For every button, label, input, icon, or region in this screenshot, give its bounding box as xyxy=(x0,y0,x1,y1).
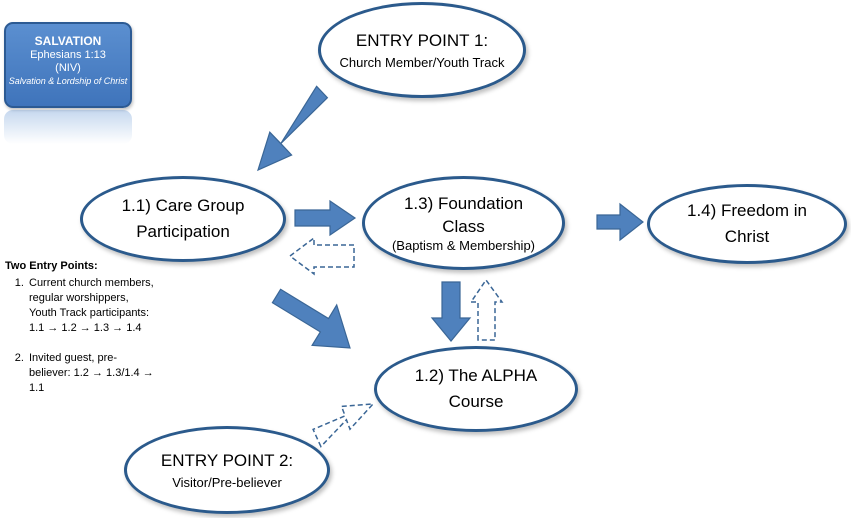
freedom-in-christ-node: 1.4) Freedom in Christ xyxy=(647,184,847,264)
salvation-title: SALVATION xyxy=(34,34,102,48)
alpha-course-node: 1.2) The ALPHA Course xyxy=(374,346,578,432)
alpha-line2: Course xyxy=(448,392,504,411)
entry-points-notes: Two Entry Points: Current church members… xyxy=(5,259,155,396)
arrow-entry2-to-alpha-dashed xyxy=(312,403,375,448)
arrow-foundation-to-alpha xyxy=(430,281,472,342)
entry-point-2-title: ENTRY POINT 2: xyxy=(160,451,294,470)
arrow-alpha-to-foundation-dashed xyxy=(469,278,504,341)
arrow-care-group-to-alpha xyxy=(271,288,351,349)
entry-point-1-node: ENTRY POINT 1: Church Member/Youth Track xyxy=(318,2,526,98)
entry-point-1-title: ENTRY POINT 1: xyxy=(355,31,489,50)
entry-point-1-subtitle: Church Member/Youth Track xyxy=(339,55,505,70)
notes-item-1: Current church members, regular worshipp… xyxy=(27,276,155,336)
notes-list: Current church members, regular worshipp… xyxy=(5,276,155,396)
arrow-foundation-to-freedom xyxy=(596,202,644,242)
entry-point-2-node: ENTRY POINT 2: Visitor/Pre-believer xyxy=(124,426,330,514)
foundation-line2: Class xyxy=(442,217,485,236)
notes-heading: Two Entry Points: xyxy=(5,260,98,272)
arrow-care-group-to-foundation xyxy=(294,199,357,237)
salvation-badge: SALVATION Ephesians 1:13 (NIV) Salvation… xyxy=(4,22,132,108)
foundation-subtitle: (Baptism & Membership) xyxy=(391,238,536,253)
entry-point-2-subtitle: Visitor/Pre-believer xyxy=(172,475,282,490)
notes-item-2: Invited guest, pre-believer: 1.2 → 1.3/1… xyxy=(27,351,155,396)
salvation-verse: Ephesians 1:13 xyxy=(30,49,106,61)
alpha-line1: 1.2) The ALPHA xyxy=(414,366,538,385)
foundation-class-node: 1.3) Foundation Class (Baptism & Members… xyxy=(362,176,565,270)
arrow-foundation-to-care-group-dashed xyxy=(288,236,355,276)
freedom-line1: 1.4) Freedom in xyxy=(687,201,807,220)
freedom-line2: Christ xyxy=(724,227,770,246)
salvation-version: (NIV) xyxy=(55,62,81,74)
care-group-node: 1.1) Care Group Participation xyxy=(80,176,286,262)
care-group-line1: 1.1) Care Group xyxy=(121,196,245,215)
arrow-entry1-to-care-group xyxy=(257,85,329,172)
care-group-line2: Participation xyxy=(136,222,230,241)
foundation-line1: 1.3) Foundation xyxy=(403,194,524,213)
salvation-badge-reflection xyxy=(4,110,132,144)
salvation-subtitle: Salvation & Lordship of Christ xyxy=(8,76,128,86)
